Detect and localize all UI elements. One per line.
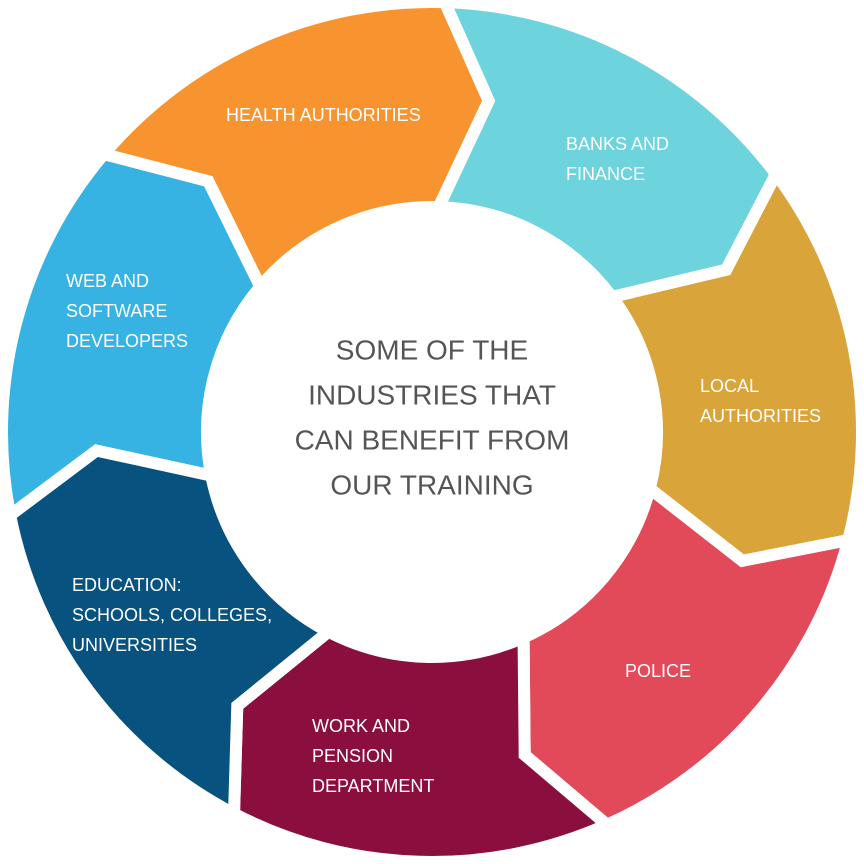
label-police: POLICE	[625, 661, 691, 681]
center-title-line: OUR TRAINING	[330, 469, 533, 500]
label-line: SCHOOLS, COLLEGES,	[72, 605, 272, 625]
label-line: HEALTH AUTHORITIES	[226, 105, 421, 125]
label-line: WEB AND	[66, 271, 149, 291]
labels-group: HEALTH AUTHORITIES BANKS AND FINANCE LOC…	[66, 105, 821, 796]
label-banks-and-finance: BANKS AND FINANCE	[566, 134, 674, 184]
label-web-and-software: WEB AND SOFTWARE DEVELOPERS	[66, 271, 188, 351]
center-title-line: SOME OF THE	[336, 334, 528, 365]
label-line: BANKS AND	[566, 134, 669, 154]
label-line: AUTHORITIES	[700, 406, 821, 426]
label-line: DEVELOPERS	[66, 331, 188, 351]
center-title: SOME OF THE INDUSTRIES THAT CAN BENEFIT …	[295, 334, 570, 500]
label-work-and-pension: WORK AND PENSION DEPARTMENT	[312, 716, 434, 796]
label-local-authorities: LOCAL AUTHORITIES	[700, 376, 821, 426]
label-line: POLICE	[625, 661, 691, 681]
label-line: LOCAL	[700, 376, 759, 396]
label-education: EDUCATION: SCHOOLS, COLLEGES, UNIVERSITI…	[72, 575, 277, 655]
center-title-line: CAN BENEFIT FROM	[295, 424, 570, 455]
label-line: PENSION	[312, 746, 393, 766]
label-line: WORK AND	[312, 716, 410, 736]
label-line: DEPARTMENT	[312, 776, 434, 796]
segment-web-and-software	[93, 0, 496, 298]
center-title-line: INDUSTRIES THAT	[308, 379, 556, 410]
label-line: FINANCE	[566, 164, 645, 184]
label-line: UNIVERSITIES	[72, 635, 197, 655]
label-line: SOFTWARE	[66, 301, 167, 321]
label-line: EDUCATION:	[72, 575, 182, 595]
label-health-authorities: HEALTH AUTHORITIES	[226, 105, 421, 125]
